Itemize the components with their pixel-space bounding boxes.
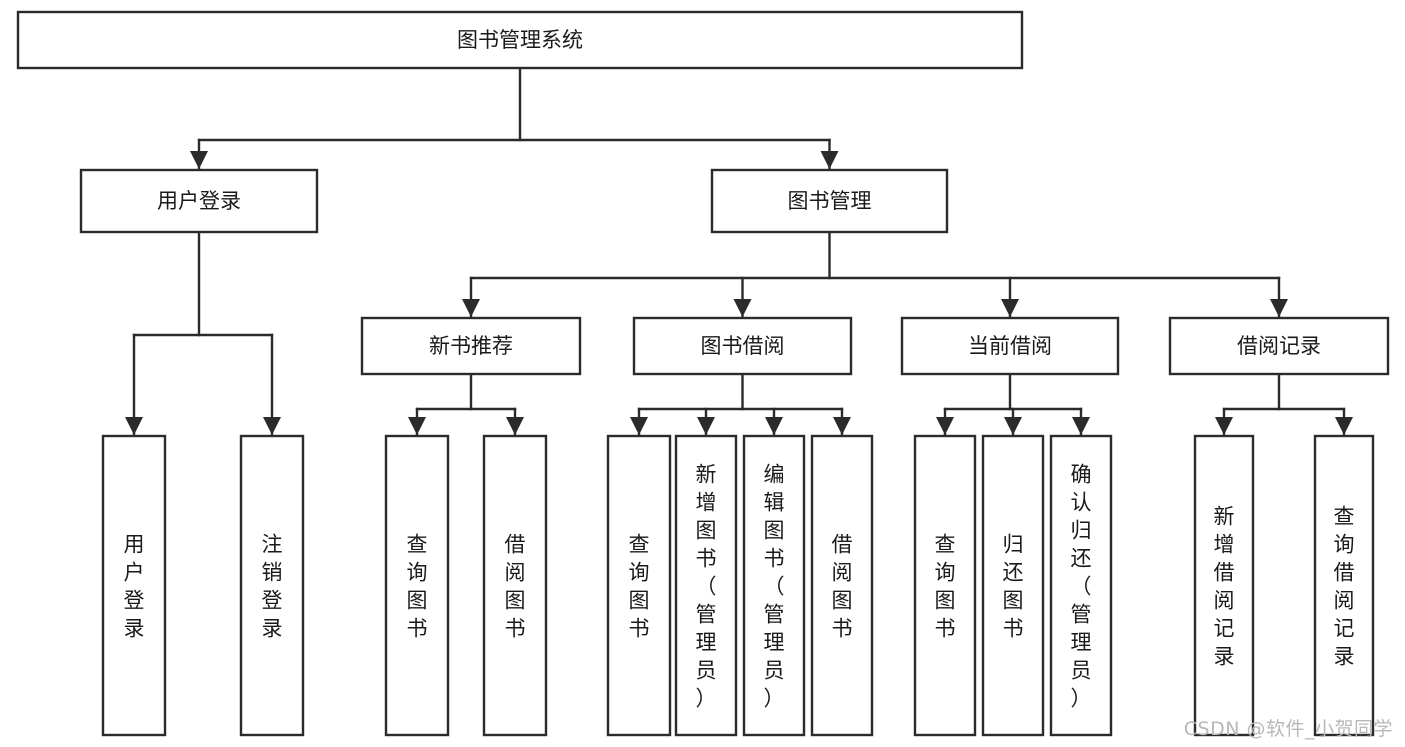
node-label: 注销登录: [262, 532, 283, 640]
edge-group-user-login: [125, 230, 281, 436]
node-label: 查询图书: [407, 532, 428, 640]
node-box: [384, 434, 450, 737]
node-box: [900, 316, 1120, 376]
node-leaf-11[interactable]: 新增借阅记录: [1193, 434, 1255, 737]
node-box: [79, 168, 319, 234]
node-leaf-0[interactable]: 用户登录: [101, 434, 167, 737]
node-label: 新增借阅记录: [1214, 504, 1235, 668]
node-leaf-12[interactable]: 查询借阅记录: [1313, 434, 1375, 737]
node-leaf-7[interactable]: 借阅图书: [810, 434, 874, 737]
node-box: [1193, 434, 1255, 737]
node-box: [710, 168, 949, 234]
edge-group-current: [936, 372, 1090, 436]
edge-group-new-book: [408, 372, 524, 436]
arrow-head-icon: [833, 417, 851, 435]
node-label: 图书管理系统: [457, 28, 583, 52]
edge-group-book-mgmt: [462, 230, 1288, 318]
node-box: [1168, 316, 1390, 376]
node-box: [1049, 434, 1113, 737]
node-l2-0[interactable]: 用户登录: [79, 168, 319, 234]
node-label: 借阅图书: [832, 532, 853, 640]
node-box: [482, 434, 548, 737]
node-leaf-6[interactable]: 编辑图书（管理员）: [742, 434, 806, 737]
edge-group-records: [1215, 372, 1353, 436]
node-l3-0[interactable]: 新书推荐: [360, 316, 582, 376]
arrow-head-icon: [697, 417, 715, 435]
node-box: [239, 434, 305, 737]
arrow-head-icon: [125, 417, 143, 435]
node-box: [606, 434, 672, 737]
node-label: 编辑图书（管理员）: [764, 462, 785, 710]
node-label: 当前借阅: [968, 334, 1052, 358]
node-box: [101, 434, 167, 737]
node-box: [632, 316, 853, 376]
node-leaf-8[interactable]: 查询图书: [913, 434, 977, 737]
node-box: [360, 316, 582, 376]
arrow-head-icon: [190, 151, 208, 169]
node-l2-1[interactable]: 图书管理: [710, 168, 949, 234]
node-box: [981, 434, 1045, 737]
arrow-head-icon: [1270, 299, 1288, 317]
arrow-head-icon: [733, 299, 752, 317]
node-l3-1[interactable]: 图书借阅: [632, 316, 853, 376]
node-box: [810, 434, 874, 737]
arrow-head-icon: [506, 417, 524, 435]
arrow-head-icon: [1072, 417, 1090, 435]
node-label: 图书借阅: [701, 334, 785, 358]
node-box: [1313, 434, 1375, 737]
arrow-head-icon: [765, 417, 783, 435]
node-leaf-9[interactable]: 归还图书: [981, 434, 1045, 737]
node-label: 归还图书: [1003, 532, 1024, 640]
arrow-head-icon: [1335, 417, 1353, 435]
node-leaf-2[interactable]: 查询图书: [384, 434, 450, 737]
node-box: [913, 434, 977, 737]
nodes-layer: 图书管理系统用户登录图书管理新书推荐图书借阅当前借阅借阅记录用户登录注销登录查询…: [16, 10, 1390, 737]
node-label: 用户登录: [157, 189, 241, 213]
node-box: [16, 10, 1024, 70]
node-box: [674, 434, 738, 737]
node-box: [742, 434, 806, 737]
node-leaf-10[interactable]: 确认归还（管理员）: [1049, 434, 1113, 737]
node-label: 图书管理: [788, 189, 872, 213]
arrow-head-icon: [820, 151, 839, 169]
node-label: 借阅图书: [505, 532, 526, 640]
node-label: 查询借阅记录: [1334, 504, 1355, 668]
arrow-head-icon: [462, 299, 480, 317]
node-root-0[interactable]: 图书管理系统: [16, 10, 1024, 70]
edges-layer: [125, 66, 1353, 436]
edge-group-borrow: [630, 372, 851, 436]
node-leaf-5[interactable]: 新增图书（管理员）: [674, 434, 738, 737]
node-l3-3[interactable]: 借阅记录: [1168, 316, 1390, 376]
node-label: 新增图书（管理员）: [696, 462, 717, 710]
node-label: 新书推荐: [429, 334, 513, 358]
edge-group-root: [190, 66, 839, 170]
node-label: 查询图书: [935, 532, 956, 640]
node-l3-2[interactable]: 当前借阅: [900, 316, 1120, 376]
node-label: 用户登录: [124, 532, 145, 640]
node-leaf-4[interactable]: 查询图书: [606, 434, 672, 737]
node-label: 确认归还（管理员）: [1071, 462, 1092, 710]
arrow-head-icon: [1215, 417, 1233, 435]
arrow-head-icon: [936, 417, 954, 435]
node-label: 查询图书: [629, 532, 650, 640]
arrow-head-icon: [263, 417, 281, 435]
node-label: 借阅记录: [1237, 334, 1321, 358]
node-leaf-3[interactable]: 借阅图书: [482, 434, 548, 737]
arrow-head-icon: [408, 417, 426, 435]
arrow-head-icon: [1004, 417, 1022, 435]
arrow-head-icon: [1001, 299, 1019, 317]
arrow-head-icon: [630, 417, 648, 435]
node-leaf-1[interactable]: 注销登录: [239, 434, 305, 737]
